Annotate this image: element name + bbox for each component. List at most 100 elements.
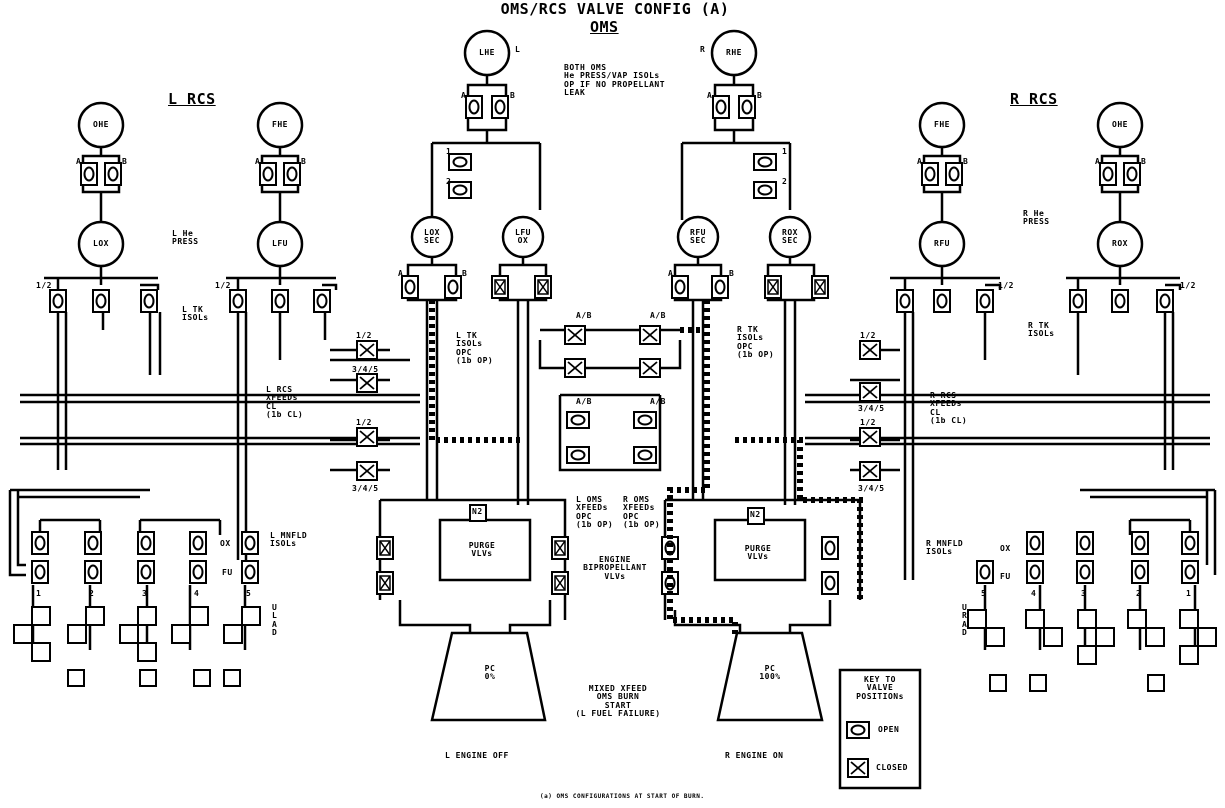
valve-open-rhe-a <box>712 95 730 119</box>
rhe-a-label: A <box>707 91 713 100</box>
r-oms-xfeed-label: R OMS XFEEDs OPC (1b OP) <box>623 495 661 530</box>
valve-open-l-mnfld-2-ox <box>84 531 102 555</box>
left-thruster-blocks <box>13 606 261 687</box>
valve-open-xfeed-ab-7 <box>633 411 657 429</box>
valve-open-r-mnfld-5-fu <box>976 560 994 584</box>
l-manifold-number-5: 5 <box>246 589 252 598</box>
valve-open-lox-b <box>444 275 462 299</box>
valve-open-l-ohe-b <box>104 162 122 186</box>
valve-key-box <box>838 668 922 790</box>
key-open-valve-icon <box>846 721 870 739</box>
l-manifold-number-4: 4 <box>194 589 200 598</box>
r-engine-on-label: R ENGINE ON <box>725 751 784 760</box>
page-title: OMS/RCS VALVE CONFIG (A) <box>500 0 730 18</box>
key-closed-label: CLOSED <box>876 763 908 772</box>
r-manifold-number-3: 3 <box>1081 589 1087 598</box>
valve-closed-r-xfeed-345a <box>859 382 881 402</box>
l-vap-2-label: 2 <box>446 177 452 186</box>
valve-open-r-ohe-a <box>1099 162 1117 186</box>
xfeed-ab-label-3: A/B <box>576 397 592 406</box>
valve-open-l-mnfld-1-ox <box>31 531 49 555</box>
n2-boxes <box>469 504 765 525</box>
n2-left-label: N2 <box>472 507 483 516</box>
l-fhe-a-label: A <box>255 157 261 166</box>
oms-heading: OMS <box>590 18 619 36</box>
label-l: L <box>515 45 521 54</box>
l-xfeed-half-label-1: 1/2 <box>356 331 372 340</box>
valve-open-l-fu-12 <box>229 289 247 313</box>
footnote: (a) OMS CONFIGURATIONS AT START OF BURN. <box>540 793 705 800</box>
valve-open-r-mnfld-2-fu <box>1131 560 1149 584</box>
valve-open-r-ox-b <box>1069 289 1087 313</box>
valve-open-l-vap-2 <box>448 181 472 199</box>
l-lfu-tank-label: LFU <box>272 239 288 248</box>
valve-open-rfu-a <box>671 275 689 299</box>
valve-open-rfu-b <box>711 275 729 299</box>
valve-open-l-ox-a <box>92 289 110 313</box>
purge-valves-right-label: PURGE VLVs <box>744 544 772 562</box>
right-thruster-blocks <box>967 609 1217 692</box>
valve-open-l-mnfld-5-ox <box>241 531 259 555</box>
valve-open-r-biprop-4 <box>821 571 839 595</box>
valve-open-xfeed-ab-6 <box>566 446 590 464</box>
valve-open-r-fu-12 <box>976 289 994 313</box>
valve-open-l-ox-b <box>140 289 158 313</box>
valve-open-l-ohe-a <box>80 162 98 186</box>
valve-closed-l-biprop-4 <box>551 571 569 595</box>
key-closed-valve-icon <box>847 758 869 778</box>
l-manifold-number-2: 2 <box>89 589 95 598</box>
rfu-b-label: B <box>729 269 735 278</box>
r-tk-isols-opc-label: R TK ISOLs OPC (1b OP) <box>737 325 775 360</box>
l-xfeed-half-label-2: 1/2 <box>356 418 372 427</box>
valve-closed-xfeed-ab-3 <box>639 325 661 345</box>
r-he-press-label: R He PRESS <box>1023 209 1050 227</box>
mixed-xfeed-label: MIXED XFEED OMS BURN START (L FUEL FAILU… <box>575 684 661 719</box>
ulad-label: U L A D <box>272 603 278 638</box>
valve-open-l-fu-b <box>313 289 331 313</box>
r-rfu-tank-label: RFU <box>934 239 950 248</box>
rox-sec-tank-label: ROX SEC <box>782 228 798 246</box>
r-ohe-a-label: A <box>1095 157 1101 166</box>
r-fhe-a-label: A <box>917 157 923 166</box>
valve-open-r-mnfld-4-fu <box>1026 560 1044 584</box>
valve-open-r-fu-a <box>933 289 951 313</box>
valve-open-xfeed-ab-5 <box>566 411 590 429</box>
valve-open-l-fhe-b <box>283 162 301 186</box>
left-rcs-heading: L RCS <box>168 90 216 108</box>
r-manifold-number-5: 5 <box>981 589 987 598</box>
r-rcs-xfeed-label: R RCS XFEEDs CL (1b CL) <box>930 391 968 426</box>
rfu-sec-tank-label: RFU SEC <box>690 228 706 246</box>
r-vap-1-label: 1 <box>782 147 788 156</box>
l-fhe-tank-label: FHE <box>272 120 288 129</box>
lhe-b-label: B <box>510 91 516 100</box>
l-manifold-number-3: 3 <box>142 589 148 598</box>
valve-open-r-ox-a <box>1111 289 1129 313</box>
valve-closed-r-xfeed-12b <box>859 427 881 447</box>
valve-open-xfeed-ab-8 <box>633 446 657 464</box>
r-xfeed-345-label-1: 3/4/5 <box>858 404 885 413</box>
valve-open-r-fhe-a <box>921 162 939 186</box>
rfu-a-label: A <box>668 269 674 278</box>
lox-sec-tank-label: LOX SEC <box>424 228 440 246</box>
urad-label: U R A D <box>962 603 968 638</box>
l-ohe-b-label: B <box>122 157 128 166</box>
right-rcs-heading: R RCS <box>1010 90 1058 108</box>
valve-closed-lfu-b <box>534 275 552 299</box>
fu-right-label: FU <box>1000 572 1011 581</box>
purge-valves-left-label: PURGE VLVs <box>468 541 496 559</box>
valve-closed-l-xfeed-345a <box>356 373 378 393</box>
r-xfeed-half-label-1: 1/2 <box>860 331 876 340</box>
valve-closed-r-xfeed-12a <box>859 340 881 360</box>
fu-left-label: FU <box>222 568 233 577</box>
r-manifold-number-1: 1 <box>1186 589 1192 598</box>
l-lox-tank-label: LOX <box>93 239 109 248</box>
r-ohe-b-label: B <box>1141 157 1147 166</box>
valve-open-l-mnfld-3-ox <box>137 531 155 555</box>
ox-right-label: OX <box>1000 544 1011 553</box>
valve-closed-rox-a <box>764 275 782 299</box>
r-fhe-b-label: B <box>963 157 969 166</box>
l-ohe-a-label: A <box>76 157 82 166</box>
valve-open-l-ox-12 <box>49 289 67 313</box>
l-ohe-tank-label: OHE <box>93 120 109 129</box>
